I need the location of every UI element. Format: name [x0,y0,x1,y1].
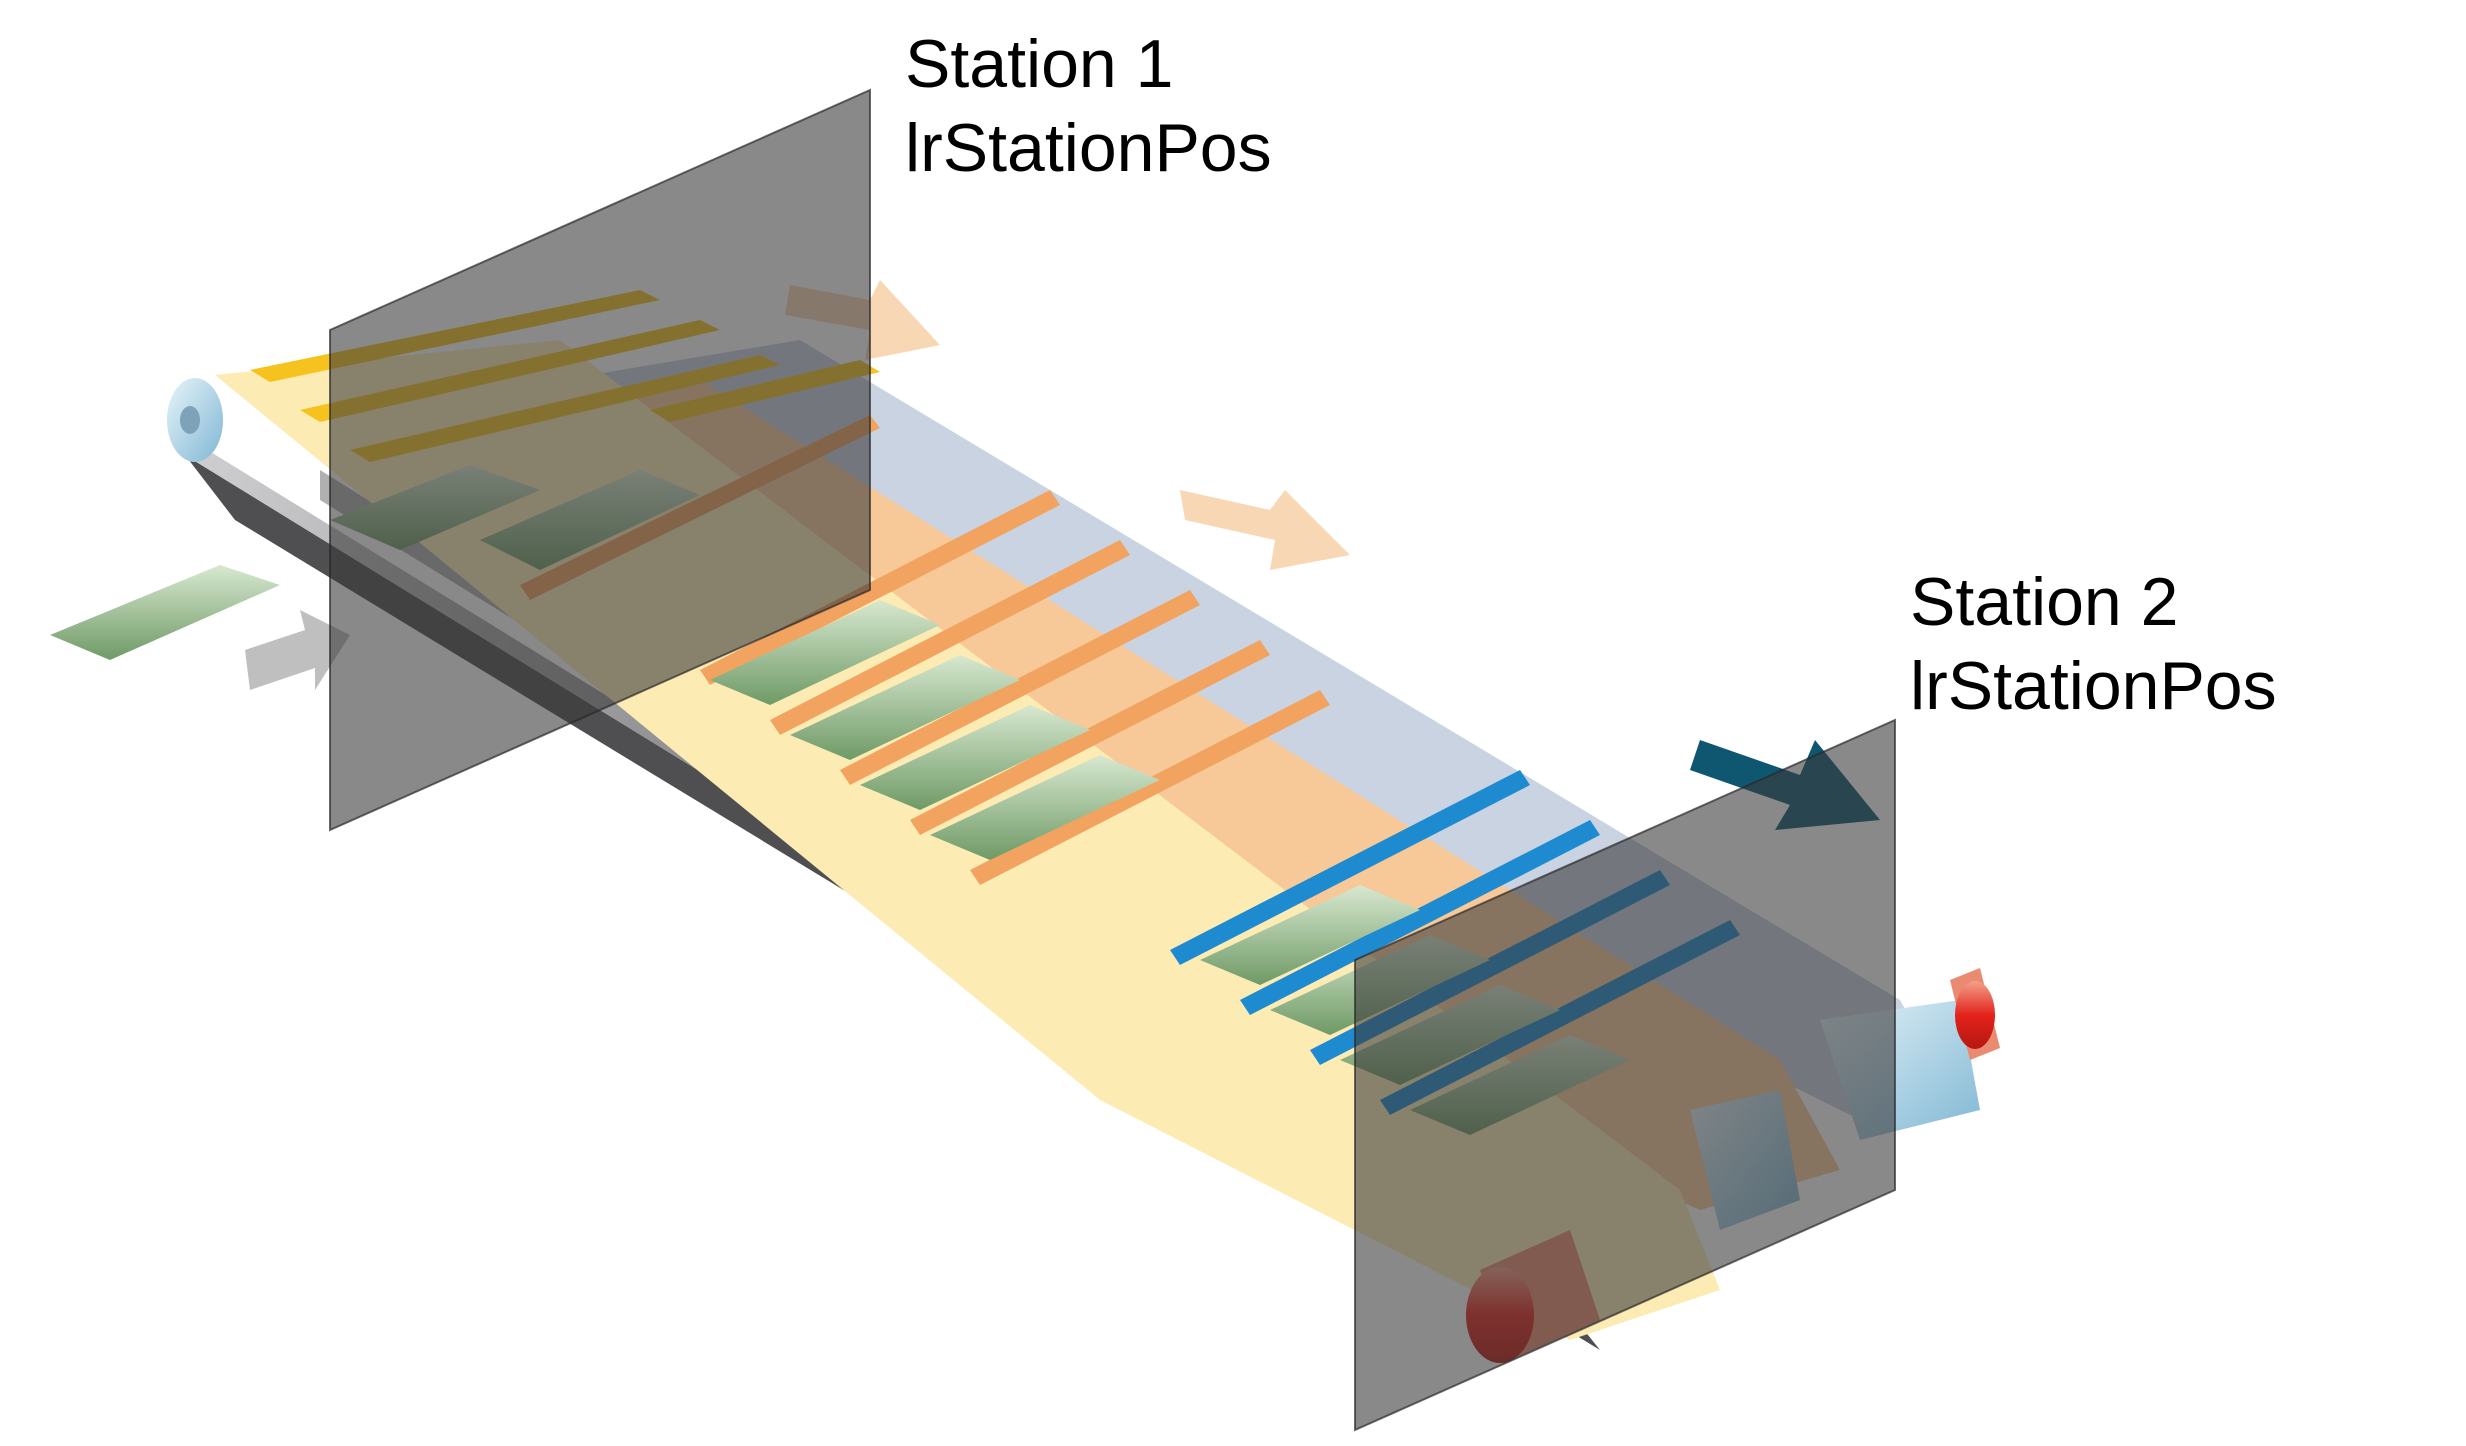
roller-right-back [1950,968,2000,1060]
station-2-plane [1354,718,1896,1432]
station-1-name: Station 1 [905,26,1174,102]
station-1-label: Station 1 lrStationPos [905,22,1272,190]
station-2-name: Station 2 [1910,564,2179,640]
roller-left [167,378,223,462]
station-2-label: Station 2 lrStationPos [1910,560,2277,728]
arrow-middle-icon [1180,490,1350,570]
arrow-infeed-icon [245,610,350,690]
station-1-position: lrStationPos [905,110,1272,186]
station-1-plane [329,88,871,832]
station-2-position: lrStationPos [1910,648,2277,724]
